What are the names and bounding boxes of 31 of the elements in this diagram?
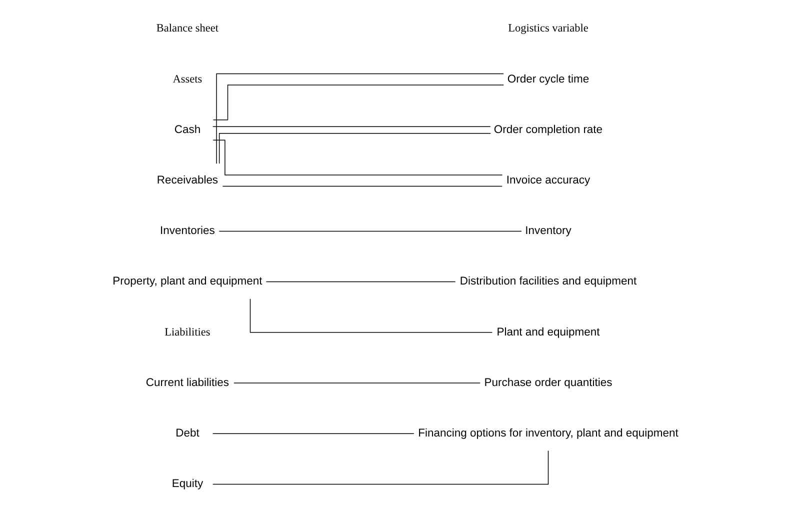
node-text: Order completion rate (494, 124, 603, 136)
node-text: Plant and equipment (496, 326, 600, 338)
connector (212, 84, 504, 120)
connector (218, 230, 522, 232)
node-text: Current liabilities (146, 376, 229, 389)
connector (250, 298, 493, 333)
connector (222, 186, 503, 187)
node-text: Financing options for inventory, plant and equipment (418, 428, 678, 440)
label: Logistics variable (508, 22, 588, 35)
node-text: Property, plant and equipment (112, 276, 262, 288)
connector (212, 140, 503, 176)
node-text: Purchase order quantities (484, 376, 612, 389)
connector (266, 281, 456, 282)
label: Balance sheet (156, 22, 219, 35)
node-text: Inventories (160, 225, 215, 238)
node-text: Equity (172, 478, 204, 490)
connector (212, 450, 549, 485)
node-text: Order cycle time (507, 73, 590, 86)
connector (234, 382, 481, 384)
node-text: Debt (176, 428, 200, 440)
node-text: Receivables (156, 174, 218, 186)
node-text: Cash (174, 124, 201, 136)
connector (212, 433, 414, 434)
node-text: Invoice accuracy (506, 174, 590, 186)
node-text: Inventory (525, 225, 572, 238)
label: Liabilities (164, 326, 210, 338)
connector (212, 126, 491, 127)
connector (218, 133, 491, 164)
connector (216, 73, 504, 164)
node-text: Distribution facilities and equipment (460, 276, 637, 288)
label: Assets (172, 73, 202, 86)
